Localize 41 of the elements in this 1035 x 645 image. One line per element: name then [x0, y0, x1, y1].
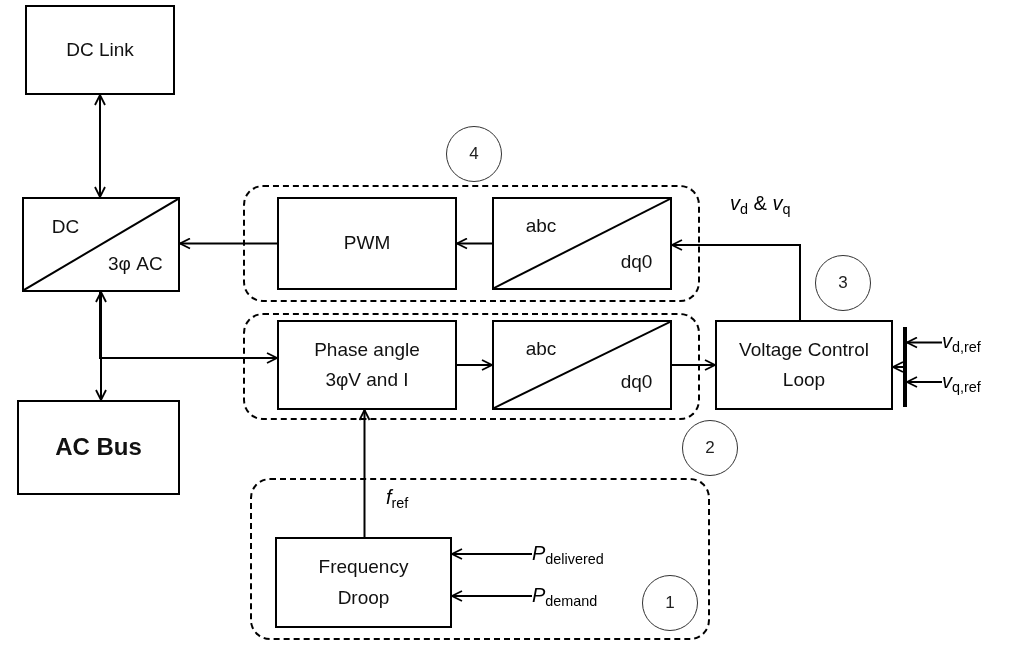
- box-label: abc: [525, 214, 557, 239]
- callout-number: 3: [815, 255, 871, 311]
- arrow: [95, 291, 107, 401]
- arrow: [451, 590, 533, 602]
- arrow: [906, 376, 943, 388]
- dashed-group-frame: [250, 478, 710, 640]
- process-box: [17, 400, 180, 495]
- box-label: dq0: [620, 249, 653, 274]
- arrow: [892, 361, 904, 373]
- callout-number: 4: [446, 126, 502, 182]
- process-box: [277, 320, 457, 410]
- process-box: [275, 537, 452, 628]
- box-label: Phase angle 3φV and I: [313, 337, 421, 392]
- box-label: AC Bus: [55, 432, 142, 463]
- arrow: [456, 237, 493, 250]
- callout-number: 1: [642, 575, 698, 631]
- arrow: [451, 548, 533, 560]
- arrow: [456, 359, 493, 371]
- box-label: DC: [51, 214, 80, 239]
- process-box: [277, 197, 457, 290]
- dashed-group-frame: [243, 185, 700, 302]
- arrow: [179, 237, 278, 250]
- arrow: [671, 359, 716, 371]
- bus-bar: [903, 327, 907, 407]
- box-label: 3φ AC: [108, 251, 163, 276]
- edge-label: f$_{ref}$: [384, 486, 411, 511]
- arrow: [358, 409, 371, 538]
- arrow: [906, 336, 943, 349]
- process-box: [715, 320, 893, 410]
- box-label: dq0: [620, 370, 653, 395]
- arrow: [671, 239, 801, 321]
- box-label: Voltage Control Loop: [739, 337, 869, 392]
- arrow: [94, 94, 106, 198]
- process-box: [25, 5, 175, 95]
- box-label: abc: [525, 337, 557, 362]
- box-label: DC Link: [66, 37, 134, 62]
- callout-number: 2: [682, 420, 738, 476]
- dashed-group-frame: [243, 313, 700, 420]
- box-label: PWM: [343, 231, 391, 256]
- arrow: [99, 291, 278, 364]
- box-label: Frequency Droop: [317, 555, 410, 610]
